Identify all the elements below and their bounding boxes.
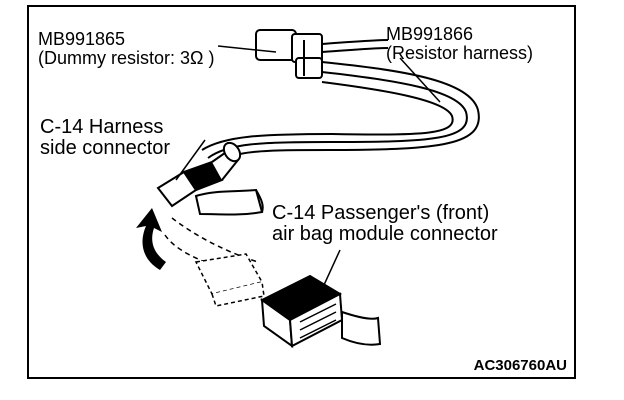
resistor-tail-wires [321, 39, 389, 53]
resistor-harness-part-number: MB991866 [386, 24, 474, 44]
leader-lines [175, 45, 441, 299]
vehicle-harness [194, 188, 264, 216]
dummy-resistor-block [255, 29, 323, 79]
resistor-harness-description: (Resistor harness) [386, 42, 534, 63]
loose-connector-shell [194, 253, 265, 307]
direction-arrow [136, 208, 166, 270]
dummy-resistor-part-number: MB991865 [38, 29, 126, 49]
airbag-module-connector [260, 274, 382, 349]
harness-connector-subtitle: side connector [40, 137, 171, 159]
airbag-connector-subtitle: air bag module connector [272, 223, 498, 245]
resistor-harness-cable [201, 61, 480, 166]
airbag-connector-label: C-14 Passenger's (front) air bag module … [272, 203, 498, 245]
dummy-resistor-label: MB991865 (Dummy resistor: 3Ω ) [38, 30, 214, 68]
resistor-harness-label: MB991866 (Resistor harness) [386, 25, 533, 63]
harness-connector-title: C-14 Harness [40, 116, 164, 138]
figure-code: AC306760AU [473, 357, 567, 374]
harness-connector-label: C-14 Harness side connector [40, 117, 170, 159]
harness-side-connector [156, 141, 242, 208]
airbag-connector-title: C-14 Passenger's (front) [272, 202, 490, 224]
dummy-resistor-description: (Dummy resistor: 3Ω ) [38, 47, 215, 68]
